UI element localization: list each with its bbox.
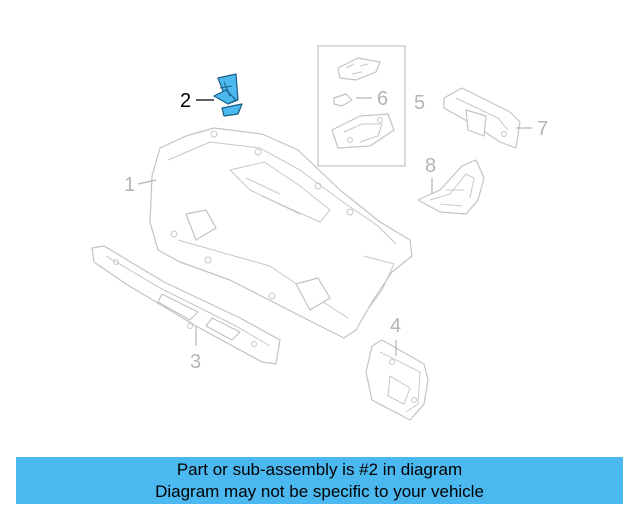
part-1-trim-panel[interactable] bbox=[149, 127, 413, 339]
part-5-group-box[interactable] bbox=[317, 45, 406, 167]
callout-7: 7 bbox=[537, 118, 548, 140]
part-8-cover[interactable] bbox=[417, 159, 485, 215]
callout-8: 8 bbox=[425, 155, 436, 177]
callout-3: 3 bbox=[190, 351, 201, 373]
banner-line-disclaimer: Diagram may not be specific to your vehi… bbox=[155, 482, 484, 501]
part-2-clip[interactable] bbox=[213, 73, 243, 117]
info-banner: Part or sub-assembly is #2 in diagram Di… bbox=[16, 457, 623, 504]
part-4-side-panel[interactable] bbox=[365, 339, 429, 421]
part-3-sill-plate[interactable] bbox=[91, 245, 281, 365]
callout-2: 2 bbox=[180, 90, 191, 112]
banner-line-part-number: Part or sub-assembly is #2 in diagram bbox=[176, 460, 463, 479]
callout-6: 6 bbox=[377, 88, 388, 110]
part-7-bracket[interactable] bbox=[443, 87, 521, 149]
callout-1: 1 bbox=[124, 174, 135, 196]
callout-4: 4 bbox=[390, 315, 401, 337]
callout-5: 5 bbox=[414, 92, 425, 114]
leader-1 bbox=[137, 179, 157, 185]
